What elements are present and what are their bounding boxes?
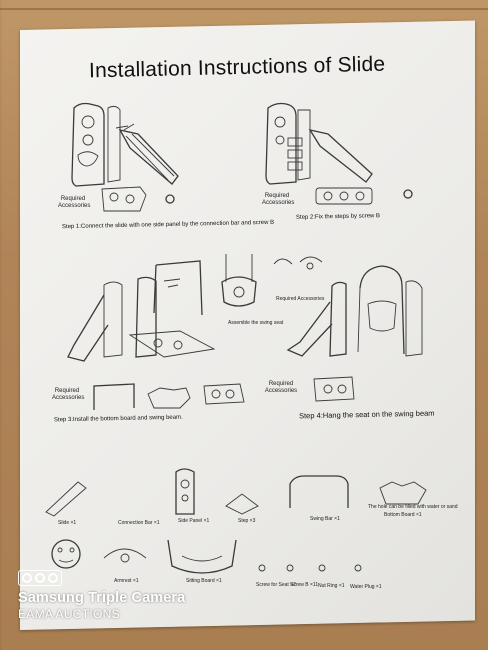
part-side-panel-label: Side Panel ×1 [178,518,210,524]
part-sitting-board-illustration [167,539,237,574]
step3-illustration [67,260,216,362]
step1-parts-illustration [101,186,175,212]
part-bottom-board-label: Bottom Board ×1 [384,512,422,518]
part-step-label: Step ×3 [238,518,256,524]
part-seat-illustration [51,539,81,569]
watermark-camera-text: Samsung Triple Camera [18,590,186,606]
part-water-plug-label: Water Plug ×1 [350,584,382,590]
part-screw-b-label: Screw B ×11 [290,582,319,588]
part-sitting-board-label: Sitting Board ×1 [186,578,222,584]
part-connection-bar-label: Connection Bar ×1 [118,520,160,526]
step3-parts-illustration [93,383,245,410]
camera-watermark: Samsung Triple Camera EAMA AUCTIONS [18,570,185,621]
part-step-illustration [225,493,259,515]
step4-illustration [286,265,423,357]
step1-illustration [71,102,179,187]
part-water-note-label: The hole can be filled with water or san… [368,504,458,510]
triple-camera-icon [18,570,185,586]
part-screw-seat-label: Screw for Seat ×2 [256,582,296,588]
part-swing-bar-label: Swing Bar ×1 [310,516,340,522]
step2-parts-illustration [315,187,413,205]
step1-required-label: Required Accessories [58,196,91,210]
part-side-panel-illustration [175,468,195,515]
swing-parts-illustration [273,256,323,270]
step4-required-label: Required Accessories [264,381,298,395]
part-bottom-board-illustration [379,481,427,505]
cardboard-seam [0,8,488,10]
part-slide-illustration [45,481,87,517]
watermark-auction-text: EAMA AUCTIONS [18,607,120,621]
step4-parts-illustration [313,376,355,402]
step2-illustration [265,102,373,185]
part-nut-ring-label: Nut Ring ×1 [318,583,345,589]
swing-assemble-label: Assemble the swing seat [228,320,284,326]
part-screws-illustration [258,564,362,572]
part-slide-label: Slide ×1 [58,520,77,526]
swing-required-label: Required Accessories [276,296,325,302]
step2-required-label: Required Accessories [262,193,295,207]
part-armrest-illustration [103,548,147,563]
step3-required-label: Required Accessories [52,388,85,402]
swing-seat-illustration [221,254,257,307]
part-swing-bar-illustration [289,475,349,508]
part-armrest-label: Armrest ×1 [114,578,139,584]
